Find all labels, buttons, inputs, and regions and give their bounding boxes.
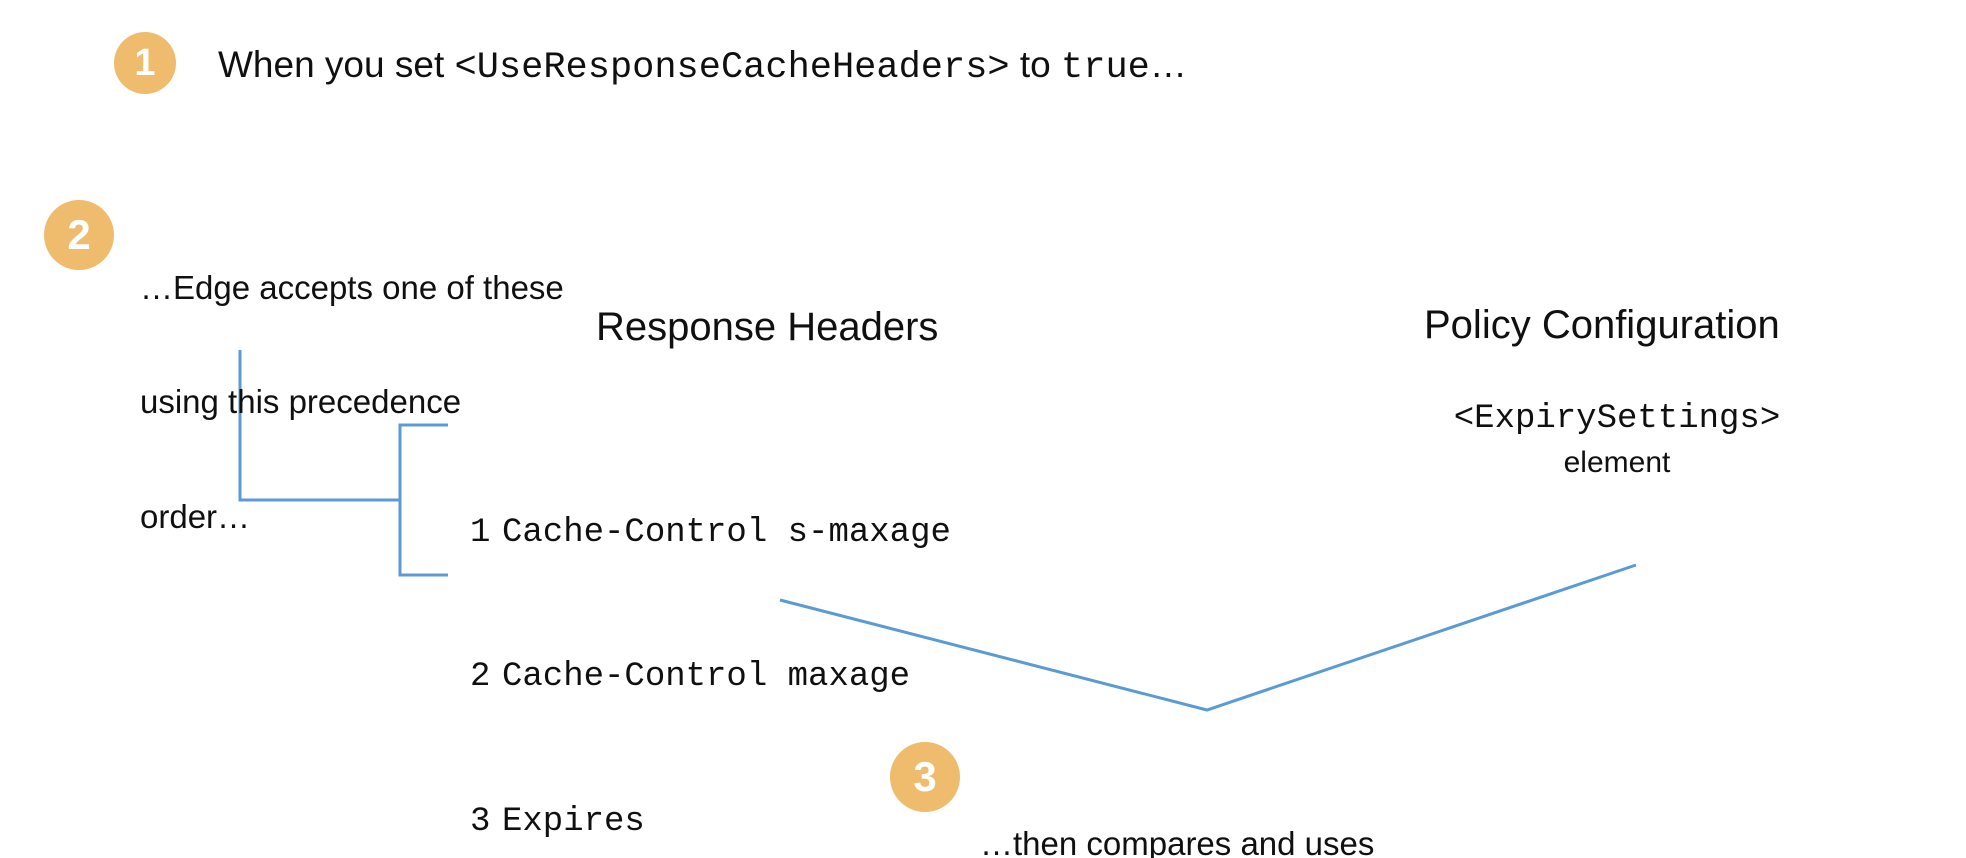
list-item-value: Expires [502, 803, 645, 842]
step-2-line-1: …Edge accepts one of these [140, 268, 564, 306]
expiry-settings-label: element [1563, 445, 1671, 479]
list-item-index: 1 [470, 513, 491, 552]
list-item: 3 Expires [470, 798, 951, 846]
step-1-text-middle: to [1009, 44, 1062, 85]
response-headers-list: 1 Cache-Control s-maxage 2 Cache-Control m… [470, 412, 951, 858]
expiry-settings-code: <ExpirySettings> [1453, 400, 1781, 438]
policy-configuration-heading: Policy Configuration [1424, 303, 1780, 347]
step-3-text: …then compares and uses the lesser of th… [980, 748, 1374, 858]
list-item-index: 2 [470, 658, 491, 697]
step-2-line-3: order… [140, 498, 251, 536]
step-1-code-value: true [1061, 47, 1150, 89]
policy-configuration-body: <ExpirySettings> element [1424, 398, 1810, 484]
step-1-text-suffix: … [1149, 44, 1187, 85]
list-item: 2 Cache-Control maxage [470, 653, 951, 701]
step-2-badge: 2 [44, 200, 114, 270]
step-1-text-prefix: When you set [218, 44, 455, 85]
step-3-line-1: …then compares and uses [980, 824, 1375, 858]
step-1-text: When you set <UseResponseCacheHeaders> t… [218, 42, 1187, 91]
list-item-index: 3 [470, 803, 491, 842]
response-headers-heading: Response Headers [596, 305, 939, 349]
list-item-value: Cache-Control maxage [502, 658, 911, 697]
step-2-line-2: using this precedence [140, 383, 462, 421]
step-3-badge: 3 [890, 742, 960, 812]
list-item: 1 Cache-Control s-maxage [470, 509, 951, 557]
list-item-value: Cache-Control s-maxage [502, 513, 951, 552]
step-2-text: …Edge accepts one of these using this pr… [140, 192, 564, 613]
step-1-code-element: <UseResponseCacheHeaders> [454, 47, 1010, 89]
step-1-badge: 1 [114, 32, 176, 94]
